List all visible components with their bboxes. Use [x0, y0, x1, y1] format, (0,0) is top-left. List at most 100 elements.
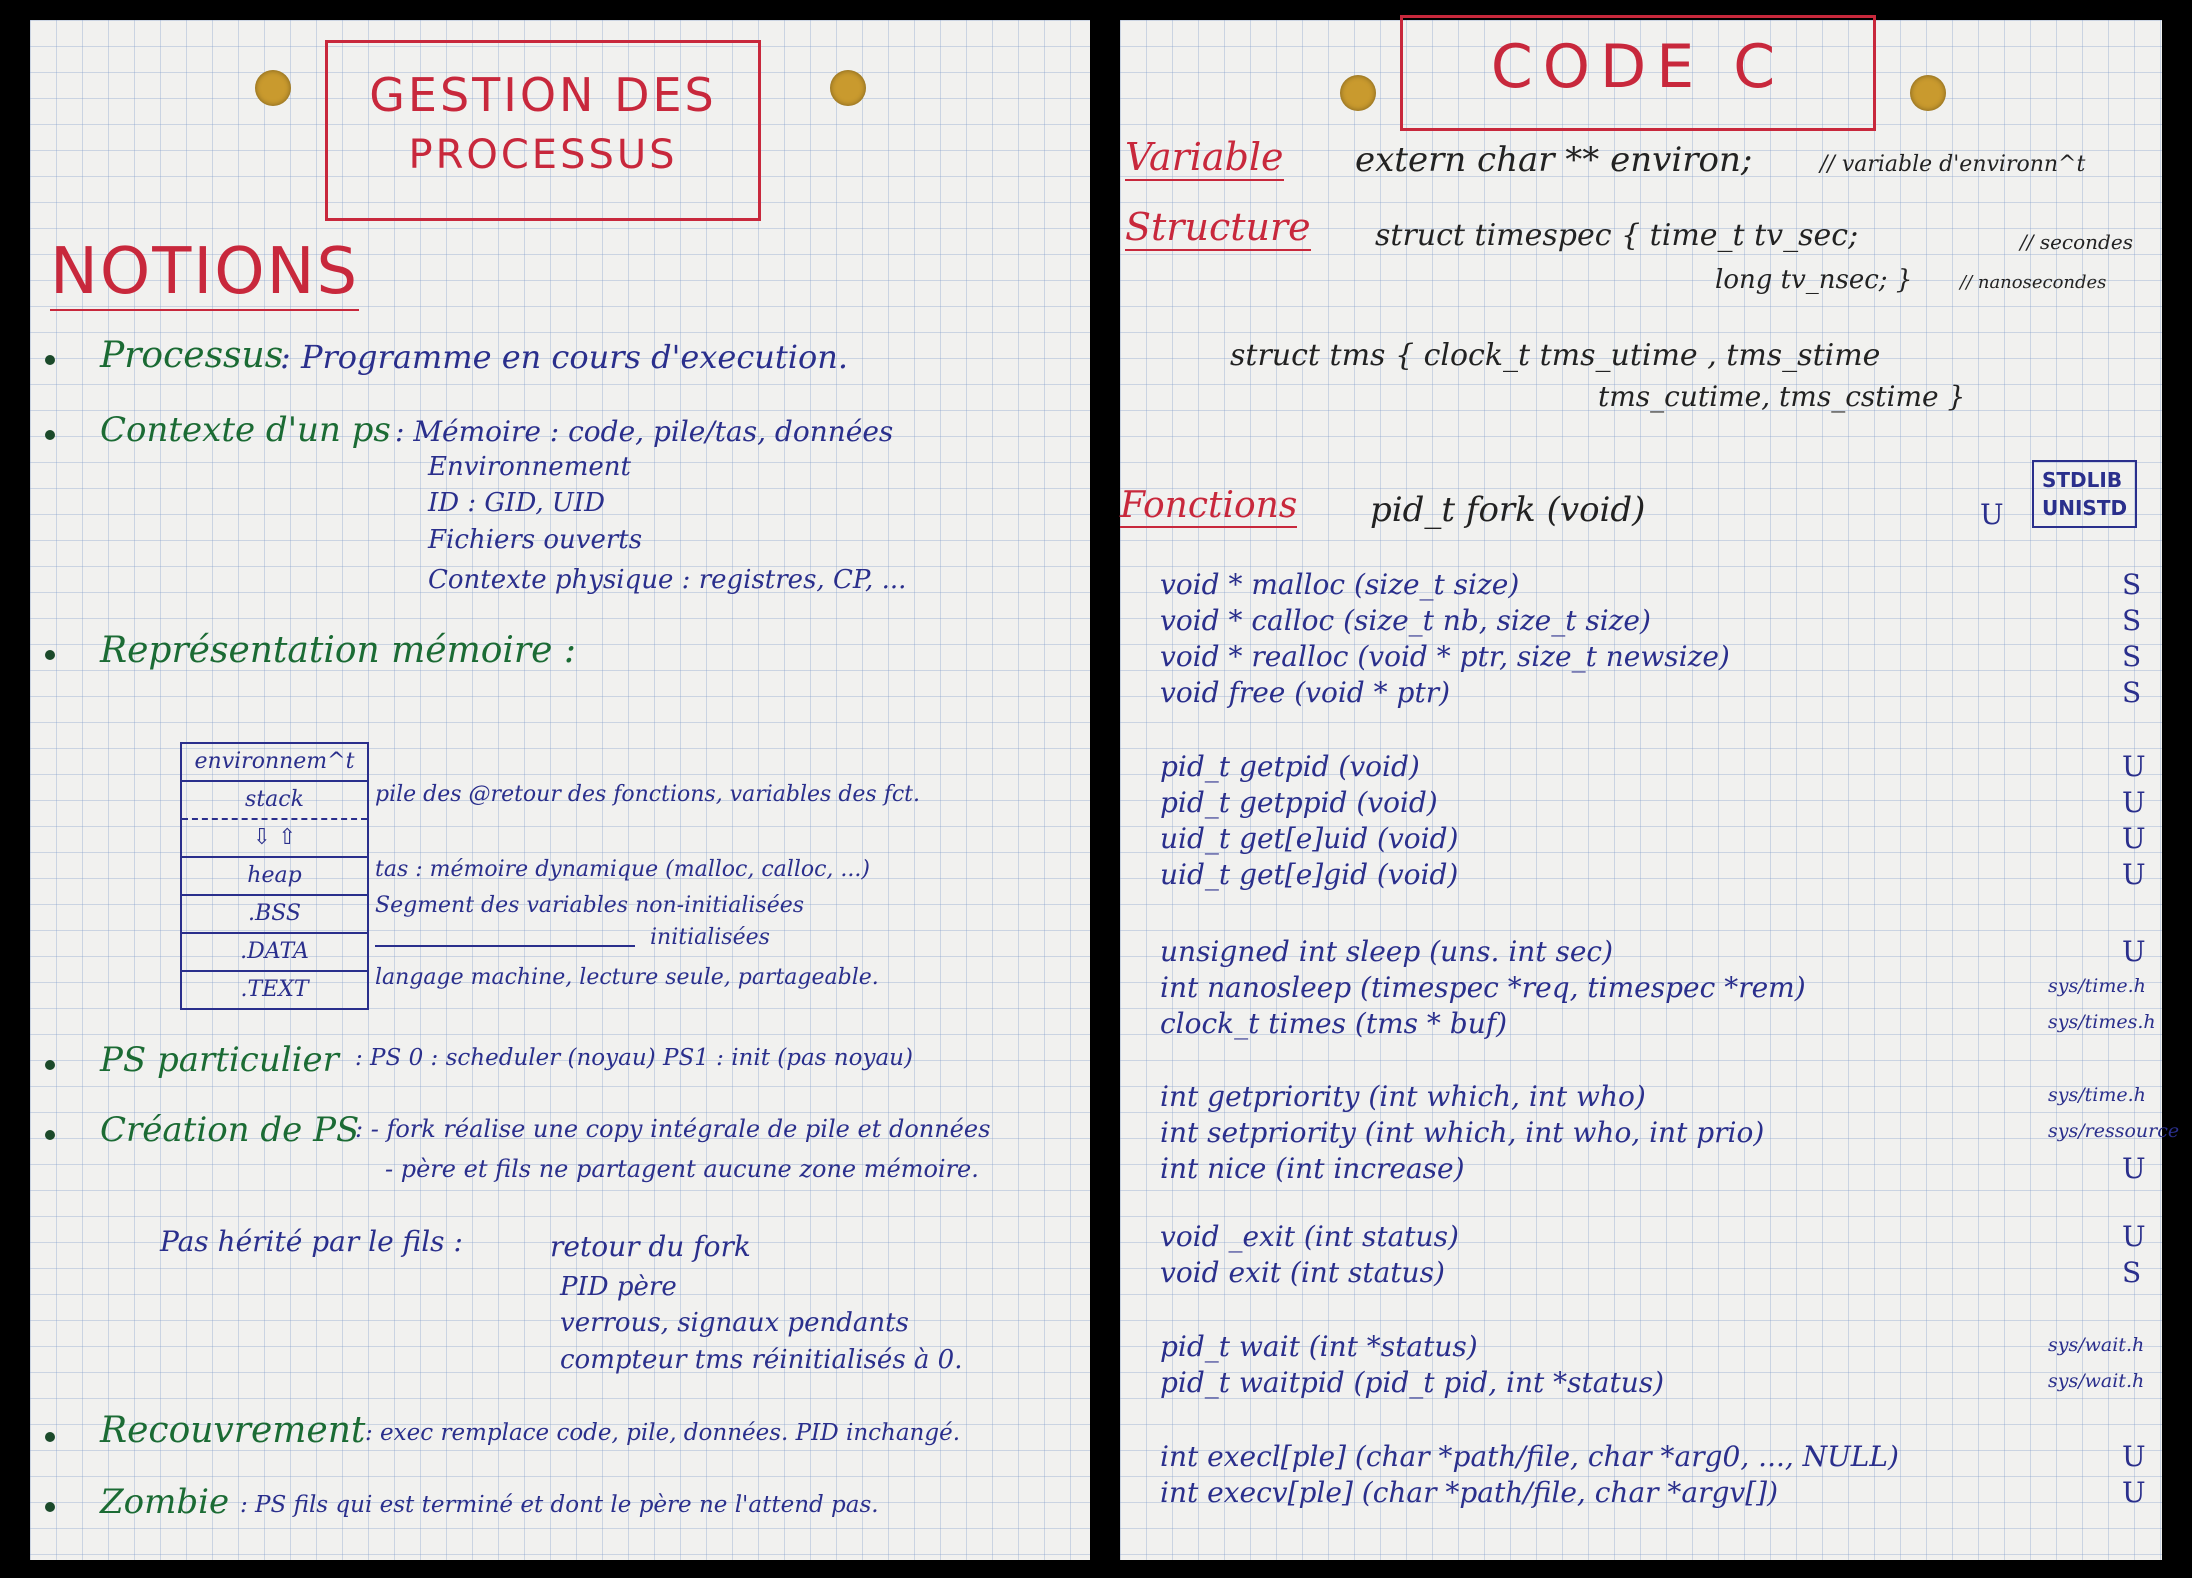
function-library: U	[2122, 822, 2146, 855]
bullet	[45, 1502, 55, 1512]
memory-row-arrows: ⇩ ⇧	[182, 820, 367, 858]
pas-herite-item: compteur tms réinitialisés à 0.	[560, 1345, 963, 1375]
timespec-comment2: // nanosecondes	[1960, 272, 2107, 293]
function-library: S	[2122, 676, 2142, 709]
function-signature: pid_t getppid (void)	[1160, 786, 1438, 819]
contexte-item: : Mémoire : code, pile/tas, données	[395, 415, 894, 448]
punch-hole	[1340, 75, 1376, 111]
bullet	[45, 1060, 55, 1070]
data-divider-line	[375, 945, 635, 947]
function-signature: int execl[ple] (char *path/file, char *a…	[1160, 1440, 1899, 1473]
function-signature: uid_t get[e]gid (void)	[1160, 858, 1459, 891]
page-title-line2: PROCESSUS	[408, 132, 678, 178]
pas-herite-label: Pas hérité par le fils :	[160, 1225, 463, 1258]
data-note: initialisées	[650, 925, 770, 950]
particulier-text: : PS 0 : scheduler (noyau) PS1 : init (p…	[355, 1045, 913, 1071]
function-signature: int nanosleep (timespec *req, timespec *…	[1160, 971, 1806, 1004]
memory-row-stack: stack	[182, 782, 367, 820]
stack-note: pile des @retour des fonctions, variable…	[375, 782, 921, 807]
title-box: CODE C	[1400, 15, 1876, 131]
right-page: CODE C Variable extern char ** environ; …	[1120, 15, 2179, 1560]
function-library: S	[2122, 568, 2142, 601]
pas-herite-item: retour du fork	[550, 1230, 751, 1263]
creation-label: Création de PS	[100, 1110, 360, 1150]
pas-herite-item: PID père	[560, 1272, 677, 1302]
bullet	[45, 430, 55, 440]
function-library: S	[2122, 640, 2142, 673]
function-library: S	[2122, 1256, 2142, 1289]
heap-note: tas : mémoire dynamique (malloc, calloc,…	[375, 857, 870, 882]
recouvrement-label: Recouvrement	[100, 1410, 366, 1451]
tms-line2: tms_cutime, tms_cstime }	[1598, 380, 1966, 413]
legend-unistd: UNISTD	[2042, 496, 2128, 520]
function-signature: int getpriority (int which, int who)	[1160, 1080, 1646, 1113]
function-signature: void * calloc (size_t nb, size_t size)	[1160, 604, 1651, 637]
fonctions-label: Fonctions	[1120, 485, 1298, 528]
code-c-title: CODE C	[1490, 32, 1786, 102]
bullet	[45, 355, 55, 365]
variable-comment: // variable d'environn^t	[1820, 152, 2086, 177]
memory-row-environment: environnem^t	[182, 744, 367, 782]
function-library: U	[2122, 1220, 2146, 1253]
bullet	[45, 650, 55, 660]
bullet	[45, 1432, 55, 1442]
legend-stdlib: STDLIB	[2042, 468, 2123, 492]
function-library: U	[2122, 935, 2146, 968]
function-signature: void exit (int status)	[1160, 1256, 1445, 1289]
creation-line: - père et fils ne partagent aucune zone …	[385, 1155, 979, 1183]
function-signature: int execv[ple] (char *path/file, char *a…	[1160, 1476, 1779, 1509]
function-library: U	[2122, 1476, 2146, 1509]
page-title-line1: GESTION DES	[369, 68, 717, 122]
function-signature: clock_t times (tms * buf)	[1160, 1007, 1508, 1040]
particulier-label: PS particulier	[100, 1040, 339, 1080]
contexte-item: Fichiers ouverts	[428, 525, 643, 555]
function-signature: pid_t wait (int *status)	[1160, 1330, 1478, 1363]
representation-label: Représentation mémoire :	[100, 630, 576, 671]
function-signature: unsigned int sleep (uns. int sec)	[1160, 935, 1614, 968]
function-signature: int setpriority (int which, int who, int…	[1160, 1116, 1765, 1149]
variable-label: Variable	[1125, 135, 1284, 181]
timespec-comment1: // secondes	[2020, 230, 2133, 254]
title-box: GESTION DES PROCESSUS	[325, 40, 761, 221]
recouvrement-text: : exec remplace code, pile, données. PID…	[365, 1420, 961, 1446]
function-library: U	[2122, 1440, 2146, 1473]
timespec-line1: struct timespec { time_t tv_sec;	[1375, 218, 1859, 253]
contexte-item: Environnement	[428, 452, 631, 482]
library-legend-box: STDLIB UNISTD	[2032, 460, 2138, 528]
function-signature: void * malloc (size_t size)	[1160, 568, 1520, 601]
function-signature: pid_t waitpid (pid_t pid, int *status)	[1160, 1366, 1665, 1399]
processus-text: : Programme en cours d'execution.	[280, 338, 848, 376]
memory-row-heap: heap	[182, 858, 367, 896]
function-signature: void free (void * ptr)	[1160, 676, 1451, 709]
zombie-text: : PS fils qui est terminé et dont le pèr…	[240, 1492, 879, 1518]
contexte-label: Contexte d'un ps	[100, 410, 391, 450]
function-library: sys/times.h	[2048, 1011, 2156, 1033]
function-library: U	[2122, 750, 2146, 783]
text-note: langage machine, lecture seule, partagea…	[375, 965, 879, 990]
notions-heading: NOTIONS	[50, 235, 360, 311]
bss-note: Segment des variables non-initialisées	[375, 893, 805, 918]
punch-hole	[255, 70, 291, 106]
fork-lib: U	[1980, 498, 2004, 531]
pas-herite-item: verrous, signaux pendants	[560, 1308, 909, 1338]
punch-hole	[1910, 75, 1946, 111]
function-library: U	[2122, 786, 2146, 819]
function-signature: int nice (int increase)	[1160, 1152, 1465, 1185]
function-signature: void _exit (int status)	[1160, 1220, 1459, 1253]
contexte-item: Contexte physique : registres, CP, ...	[428, 565, 907, 595]
creation-line: : - fork réalise une copy intégrale de p…	[355, 1115, 991, 1143]
processus-label: Processus	[100, 335, 284, 376]
variable-code: extern char ** environ;	[1355, 140, 1753, 180]
memory-row-bss: .BSS	[182, 896, 367, 934]
zombie-label: Zombie	[100, 1482, 230, 1522]
structure-label: Structure	[1125, 205, 1311, 251]
left-page: GESTION DES PROCESSUS NOTIONS Processus …	[30, 20, 1090, 1560]
memory-layout-table: environnem^t stack ⇩ ⇧ heap .BSS .DATA .…	[180, 742, 369, 1010]
timespec-line2: long tv_nsec; }	[1715, 265, 1913, 295]
punch-hole	[830, 70, 866, 106]
function-library: sys/time.h	[2048, 975, 2146, 997]
function-library: sys/wait.h	[2048, 1334, 2145, 1356]
function-library: sys/wait.h	[2048, 1370, 2145, 1392]
function-signature: void * realloc (void * ptr, size_t newsi…	[1160, 640, 1730, 673]
tms-line1: struct tms { clock_t tms_utime , tms_sti…	[1230, 338, 1881, 373]
